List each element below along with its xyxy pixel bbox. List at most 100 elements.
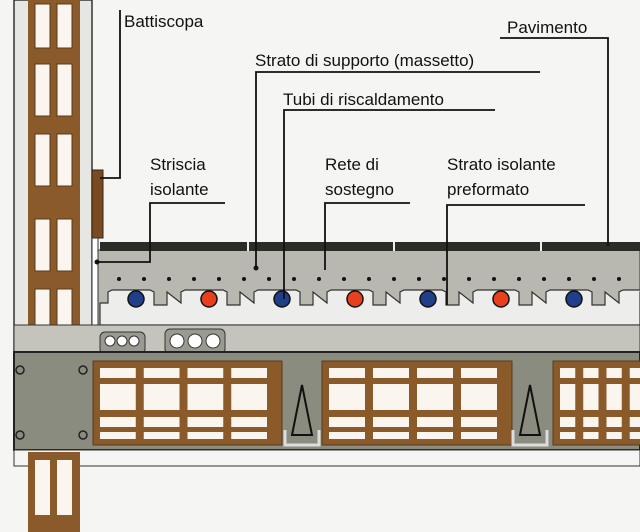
- mesh-dot: [217, 277, 221, 281]
- heating-pipe-blue: [419, 290, 437, 308]
- brick-cavity: [629, 417, 640, 427]
- brick-cavity: [231, 432, 267, 439]
- brick-cavity: [56, 3, 73, 49]
- mesh-dot: [567, 277, 571, 281]
- heating-pipe-red: [492, 290, 510, 308]
- brick-cavity: [373, 384, 409, 410]
- brick-cavity: [560, 417, 576, 427]
- mesh-dot: [342, 277, 346, 281]
- leader-tubi: [283, 109, 495, 299]
- mesh-dot: [167, 277, 171, 281]
- label-pavimento: Pavimento: [507, 18, 588, 37]
- mesh-dot: [417, 277, 421, 281]
- brick-cavity: [461, 417, 497, 427]
- rebar: [78, 365, 88, 375]
- leader-dot: [94, 259, 100, 265]
- conduit: [104, 335, 116, 347]
- mesh-dot: [542, 277, 546, 281]
- brick-cavity: [34, 133, 51, 187]
- brick-cavity: [231, 384, 267, 410]
- brick-cavity: [143, 384, 180, 410]
- mesh-dot: [117, 277, 121, 281]
- label-battiscopa: Battiscopa: [124, 12, 204, 31]
- brick-cavity: [461, 432, 497, 439]
- brick-cavity: [606, 432, 622, 439]
- brick-cavity: [329, 384, 365, 410]
- brick-cavity: [417, 368, 453, 378]
- brick-cavity: [56, 63, 73, 117]
- brick-cavity: [56, 133, 73, 187]
- brick-cavity: [57, 460, 72, 515]
- ceiling-plaster: [13, 449, 640, 467]
- brick-cavity: [100, 384, 136, 410]
- mesh-dot: [492, 277, 496, 281]
- heating-pipe-red: [200, 290, 218, 308]
- mesh-dot: [292, 277, 296, 281]
- brick-cavity: [56, 218, 73, 272]
- tile-joint: [247, 242, 249, 251]
- brick-cavity: [35, 460, 50, 515]
- rebar: [15, 365, 25, 375]
- brick-cavity: [606, 368, 622, 378]
- brick-cavity: [461, 368, 497, 378]
- lattice-truss: [518, 384, 542, 436]
- lattice-truss: [290, 384, 314, 436]
- label-isolante-1: Strato isolante: [447, 155, 556, 174]
- truss-base: [511, 430, 549, 447]
- brick-cavity: [583, 384, 599, 410]
- mesh-dot: [442, 277, 446, 281]
- brick-cavity: [143, 432, 180, 439]
- brick-cavity: [629, 432, 640, 439]
- brick-cavity: [329, 432, 365, 439]
- leader-battiscopa: [100, 10, 121, 179]
- mesh-dot: [242, 277, 246, 281]
- brick-cavity: [560, 368, 576, 378]
- tile-joint: [540, 242, 542, 251]
- brick-cavity: [606, 417, 622, 427]
- brick-cavity: [583, 432, 599, 439]
- brick-cavity: [231, 368, 267, 378]
- brick-cavity: [417, 432, 453, 439]
- brick-cavity: [461, 384, 497, 410]
- heating-pipe-blue: [565, 290, 583, 308]
- mesh-dot: [367, 277, 371, 281]
- mesh-dot: [617, 277, 621, 281]
- truss-base: [283, 430, 321, 447]
- label-strato-supporto: Strato di supporto (massetto): [255, 51, 475, 70]
- mesh-dot: [192, 277, 196, 281]
- leader-pavimento: [500, 37, 609, 246]
- brick-cavity: [187, 384, 224, 410]
- conduit: [187, 333, 203, 349]
- brick-cavity: [583, 368, 599, 378]
- brick-cavity: [34, 218, 51, 272]
- brick-cavity: [100, 368, 136, 378]
- conduit: [128, 335, 140, 347]
- heating-pipe-red: [346, 290, 364, 308]
- mesh-dot: [142, 277, 146, 281]
- label-tubi: Tubi di riscaldamento: [283, 90, 444, 109]
- rebar: [78, 430, 88, 440]
- brick-cavity: [629, 368, 640, 378]
- baseboard: [91, 169, 104, 239]
- brick-cavity: [417, 384, 453, 410]
- brick-cavity: [373, 368, 409, 378]
- leader-striscia: [97, 202, 225, 263]
- brick-cavity: [187, 432, 224, 439]
- leader-strato-supporto: [255, 71, 540, 268]
- heating-pipe-blue: [127, 290, 145, 308]
- leader-dot: [253, 265, 259, 271]
- tile-joint: [393, 242, 395, 251]
- brick-cavity: [629, 384, 640, 410]
- brick-cavity: [34, 63, 51, 117]
- mesh-dot: [317, 277, 321, 281]
- label-rete-2: sostegno: [325, 180, 394, 199]
- floor-tiles: [100, 242, 640, 251]
- brick-cavity: [329, 417, 365, 427]
- brick-cavity: [100, 432, 136, 439]
- mesh-dot: [392, 277, 396, 281]
- brick-cavity: [417, 417, 453, 427]
- brick-cavity: [143, 417, 180, 427]
- conduit: [116, 335, 128, 347]
